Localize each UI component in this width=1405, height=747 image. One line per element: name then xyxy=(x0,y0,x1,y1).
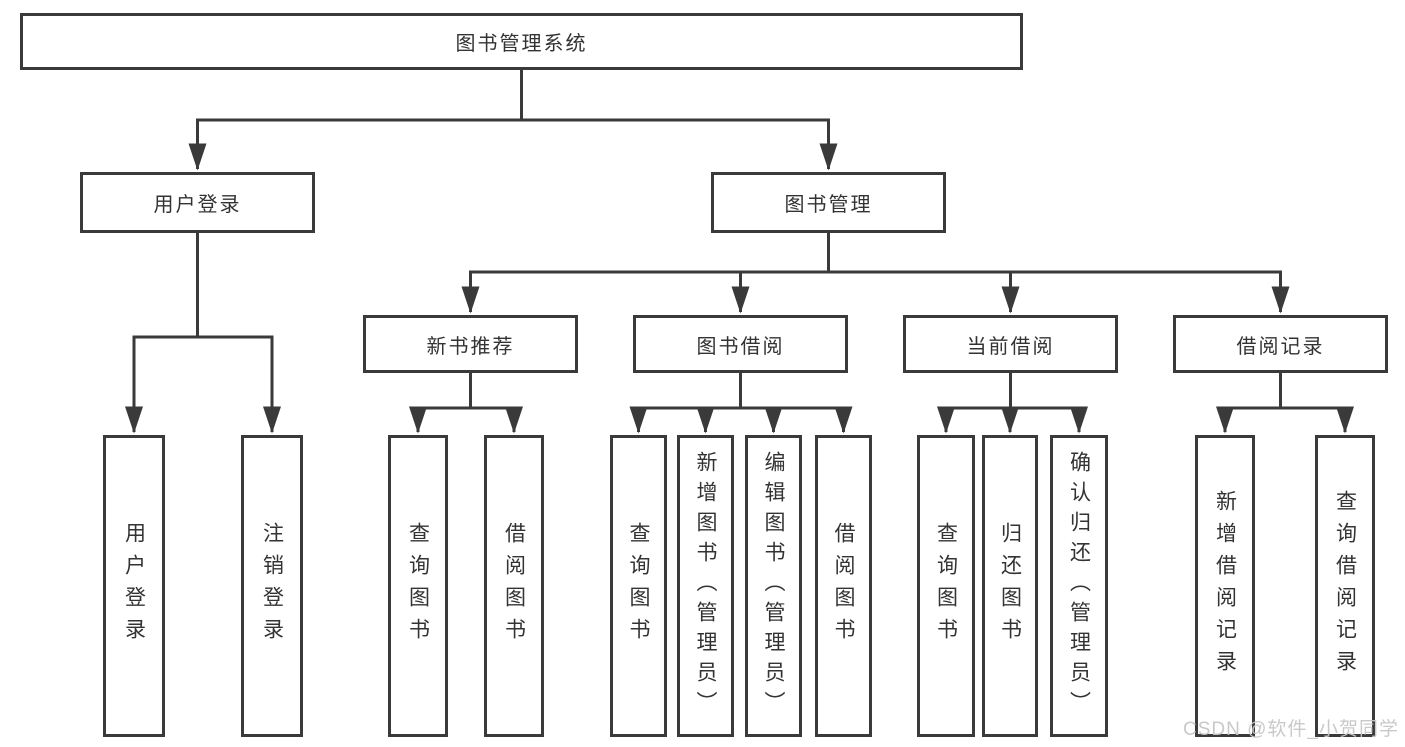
node-library-management-system: 图书管理系统 xyxy=(20,13,1023,70)
node-label: 查询图书 xyxy=(627,522,650,650)
node-label: 当前借阅 xyxy=(966,335,1055,358)
leaf-recommend-query-book: 查询图书 xyxy=(388,435,448,737)
node-book-management: 图书管理 xyxy=(711,172,946,233)
node-borrow-records: 借阅记录 xyxy=(1173,315,1388,373)
leaf-recommend-borrow-book: 借阅图书 xyxy=(484,435,544,737)
node-current-borrow: 当前借阅 xyxy=(903,315,1118,373)
node-label: 借阅图书 xyxy=(832,522,855,650)
node-label: 编辑图书（管理员） xyxy=(762,451,785,721)
node-label: 图书借阅 xyxy=(696,335,785,358)
node-label: 新书推荐 xyxy=(426,335,515,358)
leaf-borrow-query-book: 查询图书 xyxy=(610,435,667,737)
node-label: 归还图书 xyxy=(998,522,1022,650)
node-label: 图书管理 xyxy=(784,194,873,216)
leaf-borrow-add-book-admin: 新增图书（管理员） xyxy=(677,435,734,737)
node-label: 用户登录 xyxy=(153,194,242,216)
node-label: 查询图书 xyxy=(406,522,430,650)
node-new-book-recommend: 新书推荐 xyxy=(363,315,578,373)
node-label: 新增图书（管理员） xyxy=(694,451,717,721)
node-label: 新增借阅记录 xyxy=(1213,490,1237,682)
node-label: 查询借阅记录 xyxy=(1333,490,1357,682)
node-label: 借阅记录 xyxy=(1236,335,1325,358)
node-book-borrow: 图书借阅 xyxy=(633,315,848,373)
node-label: 确认归还（管理员） xyxy=(1067,451,1091,721)
leaf-current-return-book: 归还图书 xyxy=(982,435,1038,737)
leaf-logout-login: 注销登录 xyxy=(241,435,303,737)
node-label: 用户登录 xyxy=(122,522,146,650)
leaf-records-query-record: 查询借阅记录 xyxy=(1315,435,1375,737)
leaf-borrow-borrow-book: 借阅图书 xyxy=(815,435,872,737)
leaf-current-query-book: 查询图书 xyxy=(917,435,975,737)
node-label: 注销登录 xyxy=(260,522,284,650)
node-label: 借阅图书 xyxy=(502,522,526,650)
leaf-records-add-record: 新增借阅记录 xyxy=(1195,435,1255,737)
leaf-borrow-edit-book-admin: 编辑图书（管理员） xyxy=(745,435,802,737)
leaf-user-login: 用户登录 xyxy=(103,435,165,737)
node-label: 查询图书 xyxy=(934,522,958,650)
node-user-login: 用户登录 xyxy=(80,172,315,233)
watermark: CSDN @软件_小贺同学 xyxy=(1183,719,1399,740)
node-label: 图书管理系统 xyxy=(455,33,588,55)
leaf-current-confirm-return-admin: 确认归还（管理员） xyxy=(1050,435,1108,737)
